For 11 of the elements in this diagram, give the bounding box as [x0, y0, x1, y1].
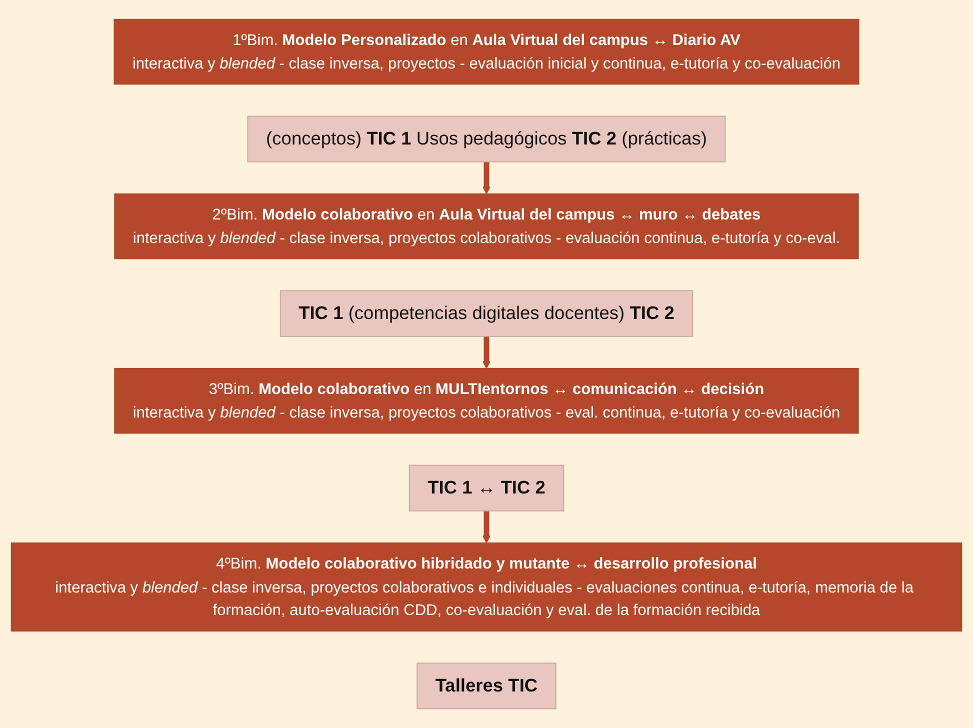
arrow [482, 336, 491, 369]
node-box: (conceptos) TIC 1 Usos pedagógicos TIC 2 (prácticas) [247, 116, 726, 162]
node-box: TIC 1 (competencias digitales docentes) TIC 2 [280, 290, 694, 337]
node-box: 1ºBim. Modelo Personalizado en Aula Virtual del campus ↔ Diario AV interactiva y blended - clase inversa, proyectos - evaluación inicial y continua, e-tutoría y co-evaluación [114, 18, 860, 85]
node-box: Talleres TIC [416, 662, 556, 710]
node-box: 3ºBim. Modelo colaborativo en MULTIentornos ↔ comunicación ↔ decisión interactiva y blended - clase inversa, proyectos colaborativos - eval. continua, e-tutoría y co-evaluación [114, 368, 859, 434]
node-box: TIC 1 ↔ TIC 2 [408, 464, 564, 512]
node-box: 2ºBim. Modelo colaborativo en Aula Virtual del campus ↔ muro ↔ debates interactiva y blended - clase inversa, proyectos colaborativos - evaluación continua, e-tutoría y co-eval. [114, 193, 859, 260]
arrow [482, 162, 491, 194]
node-box: 4ºBim. Modelo colaborativo hibridado y mutante ↔ desarrollo profesional interactiva y blended - clase inversa, proyectos colaborativos e individuales - evaluaciones continua, e-tutoría, memoria de la formación, auto-evaluación CDD, co-evaluación y eval. de la formación recibida [10, 542, 962, 632]
arrow [482, 510, 491, 544]
